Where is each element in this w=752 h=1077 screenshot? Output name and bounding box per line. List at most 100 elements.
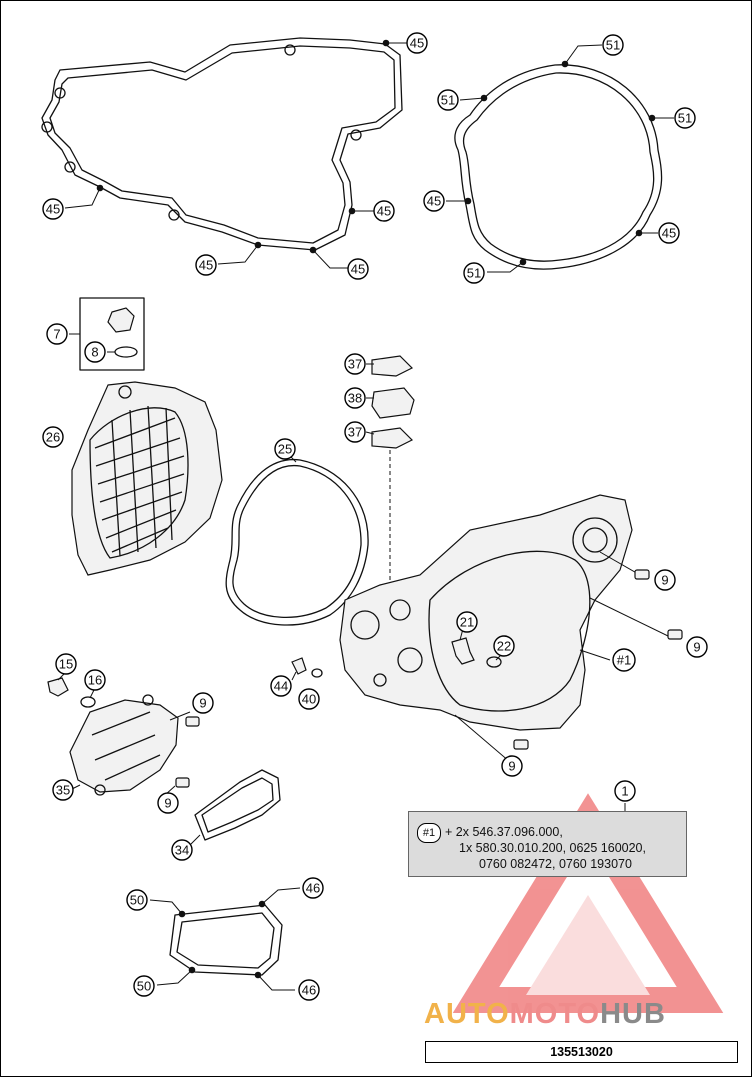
- inner-clutch-cover: [339, 494, 633, 731]
- callout-45-top: 45: [406, 32, 428, 54]
- svg-text:45: 45: [662, 226, 676, 241]
- screw-plug: [107, 307, 135, 333]
- brand-part-hub: HUB: [600, 998, 666, 1030]
- svg-text:21: 21: [460, 615, 474, 630]
- cover-o-ring: [225, 458, 369, 626]
- callout-35: 35: [52, 779, 74, 801]
- svg-text:15: 15: [59, 657, 73, 672]
- callout-45-left: 45: [42, 198, 64, 220]
- svg-text:16: 16: [88, 673, 102, 688]
- callout-50-bottom: 50: [133, 975, 155, 997]
- svg-text:8: 8: [91, 345, 98, 360]
- callout-16: 16: [84, 669, 106, 691]
- svg-text:26: 26: [46, 430, 60, 445]
- callout-45-ring-left: 45: [423, 190, 445, 212]
- svg-text:37: 37: [348, 425, 362, 440]
- svg-text:51: 51: [678, 111, 692, 126]
- note-line-3: 0760 082472, 0760 193070: [479, 857, 632, 871]
- lower-gasket: [169, 904, 283, 976]
- callout-9-c: 9: [501, 755, 523, 777]
- callout-46-top: 46: [302, 877, 324, 899]
- svg-text:9: 9: [508, 759, 515, 774]
- callout-44: 44: [270, 675, 292, 697]
- svg-text:51: 51: [606, 38, 620, 53]
- document-number: 135513020: [425, 1041, 738, 1063]
- callout-45-bottom: 45: [347, 258, 369, 280]
- svg-text:45: 45: [351, 262, 365, 277]
- pump-cover-gasket: [194, 769, 281, 841]
- callout-8: 8: [84, 341, 106, 363]
- note-line-1: + 2x 546.37.096.000,: [445, 825, 563, 839]
- svg-text:35: 35: [56, 783, 70, 798]
- ignition-cover-gasket: [454, 64, 663, 270]
- callout-50-top: 50: [126, 889, 148, 911]
- callout-45-mid: 45: [373, 200, 395, 222]
- callout-51-left: 51: [437, 89, 459, 111]
- brand-logo: AUTOMOTOHUB: [424, 998, 744, 1034]
- callout-15: 15: [55, 653, 77, 675]
- callout-21: 21: [456, 611, 478, 633]
- screw-plug-21: [451, 637, 475, 665]
- svg-text:37: 37: [348, 357, 362, 372]
- watermark-logo: [452, 793, 724, 1013]
- water-pump-cover: [69, 694, 179, 796]
- callout-1: 1: [614, 780, 636, 802]
- svg-text:45: 45: [427, 194, 441, 209]
- callout-ref1: #1: [612, 648, 636, 672]
- breather-stack: [371, 355, 415, 449]
- callout-51-top: 51: [602, 34, 624, 56]
- svg-text:46: 46: [306, 881, 320, 896]
- callout-51-bottom: 51: [463, 262, 485, 284]
- svg-text:40: 40: [302, 692, 316, 707]
- ring-40: [311, 668, 323, 678]
- callout-22: 22: [493, 635, 515, 657]
- cover-bolts: [513, 569, 683, 750]
- callout-46-bottom: 46: [298, 979, 320, 1001]
- callout-45-ring-right: 45: [658, 222, 680, 244]
- svg-text:46: 46: [302, 983, 316, 998]
- svg-text:51: 51: [441, 93, 455, 108]
- plug-15: [47, 677, 69, 697]
- callout-38: 38: [344, 387, 366, 409]
- callout-34: 34: [171, 839, 193, 861]
- part-note-box: #1 + 2x 546.37.096.000, 1x 580.30.010.20…: [408, 811, 687, 877]
- svg-text:22: 22: [497, 639, 511, 654]
- svg-text:44: 44: [274, 679, 288, 694]
- outer-clutch-cover: [71, 381, 223, 576]
- callout-9-b: 9: [686, 636, 708, 658]
- svg-text:45: 45: [199, 258, 213, 273]
- svg-text:51: 51: [467, 266, 481, 281]
- brand-part-auto: AUTO: [424, 998, 510, 1030]
- svg-text:50: 50: [130, 893, 144, 908]
- callout-26: 26: [42, 426, 64, 448]
- svg-text:9: 9: [693, 640, 700, 655]
- callout-37-bottom: 37: [344, 421, 366, 443]
- svg-text:50: 50: [137, 979, 151, 994]
- svg-text:45: 45: [410, 36, 424, 51]
- svg-text:9: 9: [199, 696, 206, 711]
- o-ring: [114, 346, 138, 358]
- svg-text:45: 45: [377, 204, 391, 219]
- callout-37-top: 37: [344, 353, 366, 375]
- seal-16: [80, 696, 96, 708]
- callout-9-e: 9: [157, 792, 179, 814]
- callout-7: 7: [46, 323, 68, 345]
- callout-40: 40: [298, 688, 320, 710]
- svg-text:45: 45: [46, 202, 60, 217]
- callout-9-d: 9: [192, 692, 214, 714]
- svg-text:38: 38: [348, 391, 362, 406]
- callout-51-right: 51: [674, 107, 696, 129]
- callout-45-bottom-left: 45: [195, 254, 217, 276]
- svg-text:9: 9: [661, 573, 668, 588]
- callout-25: 25: [274, 438, 296, 460]
- callout-9-a: 9: [654, 569, 676, 591]
- clutch-cover-gasket: [41, 37, 403, 251]
- svg-text:1: 1: [621, 784, 628, 799]
- svg-text:9: 9: [164, 796, 171, 811]
- svg-text:34: 34: [175, 843, 189, 858]
- sealing-ring-22: [486, 656, 502, 668]
- note-line-2: 1x 580.30.010.200, 0625 160020,: [459, 841, 646, 855]
- screw-44: [291, 657, 307, 675]
- brand-part-moto: MOTO: [509, 998, 601, 1030]
